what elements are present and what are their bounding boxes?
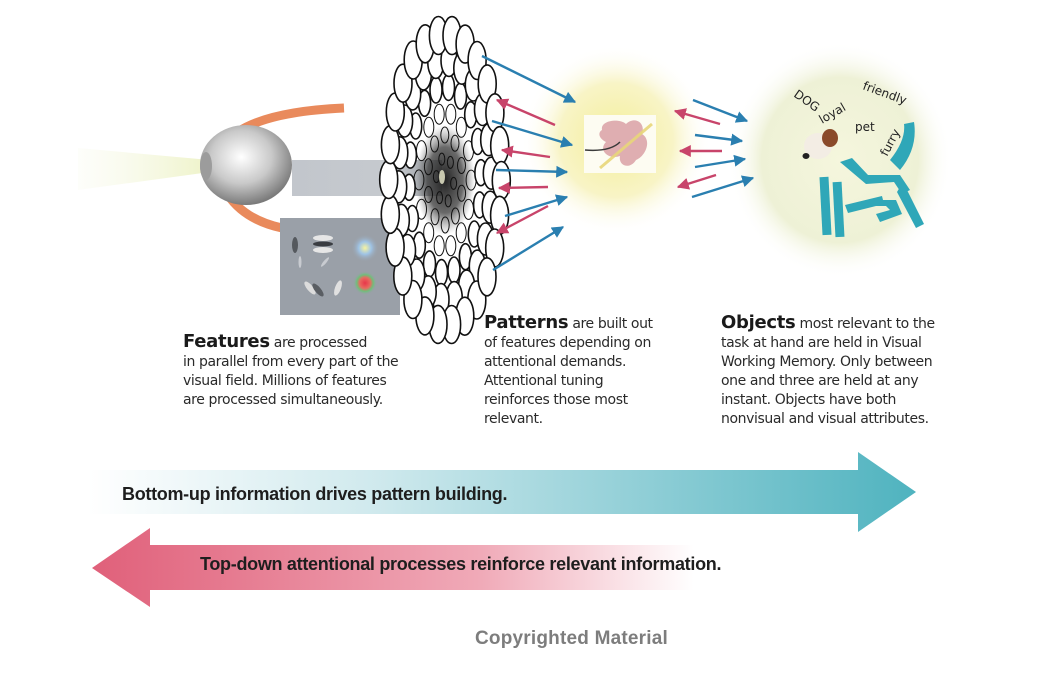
feedforward-arrow: [504, 194, 569, 218]
objects-line-5: nonvisual and visual attributes.: [721, 411, 929, 427]
cell: [447, 256, 461, 284]
light-cone: [78, 148, 210, 190]
top-down-label: Top-down attentional processes reinforce…: [200, 554, 722, 574]
bottom-up-label: Bottom-up information drives pattern bui…: [122, 484, 508, 504]
cell: [457, 184, 467, 202]
objects-line-4: instant. Objects have both: [721, 392, 896, 408]
cell: [489, 125, 510, 166]
feedforward-arrow: [492, 225, 565, 272]
patterns-line-0: are built out: [568, 316, 653, 332]
features-line-3: are processed simultaneously.: [183, 392, 383, 408]
objects-line-3: one and three are held at any: [721, 373, 919, 389]
cell: [441, 73, 456, 102]
cell: [450, 134, 460, 152]
processing-arrows: [481, 54, 755, 272]
objects-line-2: Working Memory. Only between: [721, 354, 933, 370]
pattern-image-icon: [584, 115, 656, 173]
cell: [491, 160, 512, 201]
cell: [440, 216, 450, 234]
objects-line-0: most relevant to the: [795, 316, 936, 332]
cell: [430, 135, 440, 153]
cell: [446, 155, 454, 169]
cell: [455, 222, 467, 244]
feedforward-arrow: [481, 54, 577, 104]
eye-icon: [200, 125, 292, 205]
cell: [438, 152, 446, 166]
features-caption: Features are processed in parallel from …: [183, 331, 399, 410]
cell: [450, 176, 458, 190]
cell: [423, 222, 435, 244]
cell: [477, 256, 497, 297]
patterns-line-1: of features depending on: [484, 335, 651, 351]
feedforward-arrow: [495, 165, 569, 178]
patterns-line-2: attentional demands.: [484, 354, 627, 370]
features-line-2: visual field. Millions of features: [183, 373, 387, 389]
cell: [444, 194, 452, 208]
feedforward-arrow: [691, 175, 755, 199]
feedforward-arrow: [491, 119, 574, 148]
cell-center: [439, 170, 445, 184]
feedforward-arrow: [694, 154, 747, 169]
feedforward-arrow: [692, 98, 749, 123]
objects-caption: Objects most relevant to the task at han…: [721, 313, 935, 429]
cell-core: [415, 125, 475, 235]
patterns-caption: Patterns are built out of features depen…: [484, 313, 653, 429]
cell: [423, 158, 433, 176]
object-glow: [728, 42, 952, 278]
cell: [450, 207, 460, 225]
cell: [380, 194, 401, 235]
patterns-line-3: Attentional tuning: [484, 373, 604, 389]
cell: [433, 235, 445, 257]
feedback-arrow: [495, 98, 556, 127]
cell: [485, 93, 505, 133]
cell: [433, 103, 445, 125]
cell: [378, 159, 399, 200]
copyright-notice: Copyrighted Material: [475, 628, 668, 649]
patterns-lead: Patterns: [484, 312, 569, 333]
feedback-arrow: [500, 145, 551, 159]
bottom-up-arrow: [88, 452, 916, 532]
feature-patch-icon: [280, 218, 400, 315]
visual-cortex-cells-icon: [378, 15, 512, 345]
patterns-line-5: relevant.: [484, 411, 543, 427]
objects-lead: Objects: [721, 312, 796, 333]
dog-icon: [802, 122, 924, 238]
cell: [424, 186, 433, 203]
feedback-arrow: [495, 204, 549, 235]
cell: [445, 235, 457, 257]
cell: [423, 116, 435, 138]
features-lead: Features: [183, 331, 270, 352]
features-line-1: in parallel from every part of the: [183, 354, 399, 370]
cell: [440, 126, 450, 144]
features-line-0: are processed: [269, 335, 368, 351]
feedback-arrow: [497, 181, 549, 194]
patterns-line-4: reinforces those most: [484, 392, 628, 408]
cell: [436, 191, 444, 205]
feedforward-arrow: [694, 133, 744, 146]
cell: [429, 76, 443, 104]
feedback-arrow: [673, 108, 721, 126]
cell: [457, 157, 466, 174]
cell: [434, 258, 449, 287]
cell: [385, 227, 405, 267]
cell: [445, 103, 457, 125]
top-down-arrow: [92, 528, 800, 607]
cell: [430, 208, 440, 226]
cell: [455, 116, 467, 138]
objects-line-1: task at hand are held in Visual: [721, 335, 922, 351]
feedback-arrow: [676, 173, 717, 190]
word-pet: pet: [855, 120, 875, 134]
